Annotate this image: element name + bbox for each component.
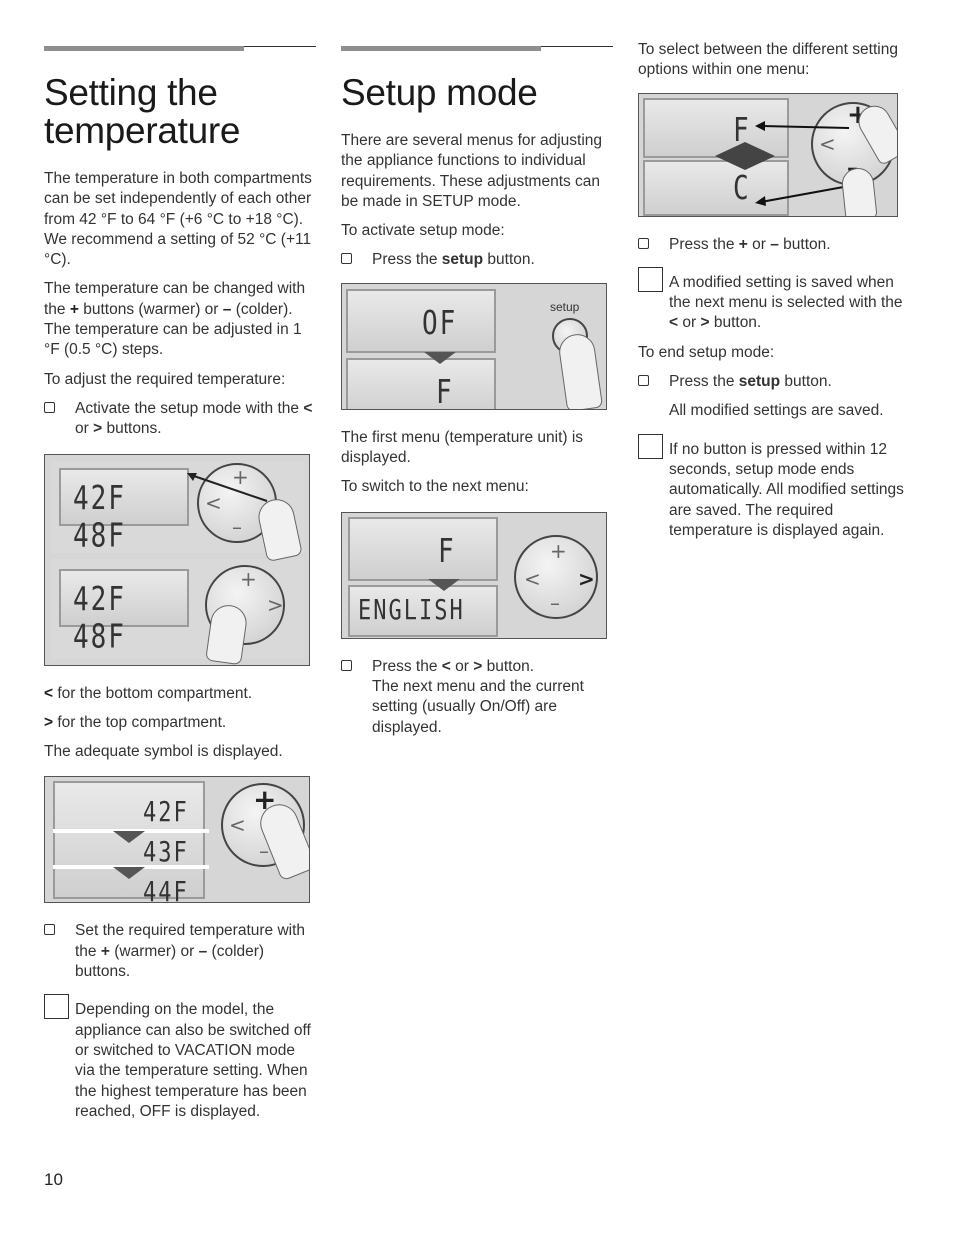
temperature-value-3: 44F: [143, 877, 189, 904]
adjust-paragraph: The temperature can be changed with the …: [44, 280, 306, 359]
plus-icon: +: [240, 566, 257, 591]
note-icon: [638, 433, 663, 459]
lcd-display-bottom: ENGLISH: [348, 584, 498, 637]
minus-icon: –: [259, 839, 269, 864]
lcd-display-bottom: F: [346, 357, 496, 410]
less-than-icon: <: [229, 813, 246, 838]
plus-icon: +: [232, 464, 249, 489]
intro-paragraph: The temperature in both compartments can…: [44, 170, 312, 269]
diamond-arrow-icon: [715, 141, 775, 170]
symbol-displayed-text: The adequate symbol is displayed.: [44, 743, 283, 761]
unit-readout: F: [733, 111, 751, 150]
plus-icon: +: [550, 538, 567, 563]
note-timeout: If no button is pressed within 12 second…: [638, 433, 906, 541]
legend-top-compartment: > for the top compartment.: [44, 713, 227, 731]
note-icon: [638, 266, 663, 292]
step-set-temperature: Set the required temperature with the + …: [44, 921, 316, 982]
first-menu-text: The first menu (temperature unit) is dis…: [341, 428, 584, 467]
greater-than-icon: >: [578, 566, 595, 591]
step-end-setup: Press the setup button.: [638, 372, 906, 392]
menu-readout: OF: [422, 304, 458, 343]
arrow-icon: [187, 472, 268, 502]
dial: + < > –: [514, 534, 598, 619]
note-setting-saved: A modified setting is saved when the nex…: [638, 266, 906, 334]
lcd-display-top: F: [348, 516, 498, 581]
checkbox-icon: [341, 659, 352, 671]
select-options-lead: To select between the different setting …: [638, 41, 898, 79]
figure-select-options: F C + < –: [638, 92, 898, 217]
temperature-readout: 42F 48F: [73, 479, 126, 555]
lcd-display-top: OF: [346, 288, 496, 353]
middle-column: Setup mode There are several menus for a…: [341, 44, 613, 747]
section-title-setup-mode: Setup mode: [341, 72, 538, 113]
unit-readout: C: [733, 169, 751, 208]
setup-intro: There are several menus for adjusting th…: [341, 132, 603, 210]
step-press-plus-minus: Press the + or – button.: [638, 235, 906, 255]
instruction-lead: To adjust the required temperature:: [44, 370, 286, 388]
checkbox-icon: [341, 253, 352, 265]
temperature-readout: 42F 48F: [73, 580, 126, 656]
greater-than-icon: >: [267, 592, 284, 617]
figure-set-temperature: 42F 43F 44F + < –: [44, 776, 310, 904]
figure-setup-button: OF F setup: [341, 282, 607, 410]
finger-icon: [556, 331, 604, 409]
note-icon: [44, 994, 69, 1020]
less-than-icon: <: [205, 490, 222, 515]
lcd-display-top: 42F 48F: [59, 467, 189, 555]
checkbox-icon: [638, 375, 649, 387]
lcd-display-bottom: 42F 48F: [59, 568, 189, 656]
arrow-down-icon: [424, 351, 456, 364]
language-readout: ENGLISH: [358, 594, 465, 626]
step-press-setup: Press the setup button.: [341, 250, 613, 270]
page-number: 10: [44, 1170, 63, 1189]
menu-readout: F: [438, 532, 456, 571]
switch-menu-lead: To switch to the next menu:: [341, 478, 529, 496]
right-column: To select between the different setting …: [638, 40, 906, 550]
checkbox-icon: [44, 924, 55, 936]
arrow-icon: [755, 120, 850, 206]
note-vacation-mode: Depending on the model, the appliance ca…: [44, 994, 316, 1122]
arrow-down-icon: [113, 867, 145, 880]
temperature-value-1: 42F: [143, 797, 189, 829]
settings-saved-result: All modified settings are saved.: [669, 402, 884, 420]
figure-compartment-select: 42F 48F + < – 42F 48F + >: [44, 453, 310, 666]
checkbox-icon: [44, 401, 55, 413]
section-rule: [44, 44, 316, 52]
figure-next-menu: F ENGLISH + < > –: [341, 511, 607, 639]
legend-bottom-compartment: < for the bottom compartment.: [44, 684, 253, 702]
less-than-icon: <: [819, 131, 836, 156]
minus-icon: –: [232, 514, 242, 539]
less-than-icon: <: [524, 566, 541, 591]
step-press-arrow: Press the < or > button. The next menu a…: [341, 657, 613, 738]
activate-lead: To activate setup mode:: [341, 222, 505, 240]
menu-readout: F: [436, 373, 454, 410]
section-rule: [341, 44, 613, 52]
arrow-down-icon: [428, 578, 460, 591]
setup-button-label: setup: [550, 299, 580, 314]
arrow-down-icon: [113, 831, 145, 844]
lcd-display-bottom: C: [643, 159, 789, 216]
end-setup-lead: To end setup mode:: [638, 343, 775, 361]
checkbox-icon: [638, 237, 649, 249]
minus-icon: –: [550, 590, 560, 615]
temperature-value-2: 43F: [143, 837, 189, 869]
step-activate-setup: Activate the setup mode with the < or > …: [44, 399, 316, 440]
